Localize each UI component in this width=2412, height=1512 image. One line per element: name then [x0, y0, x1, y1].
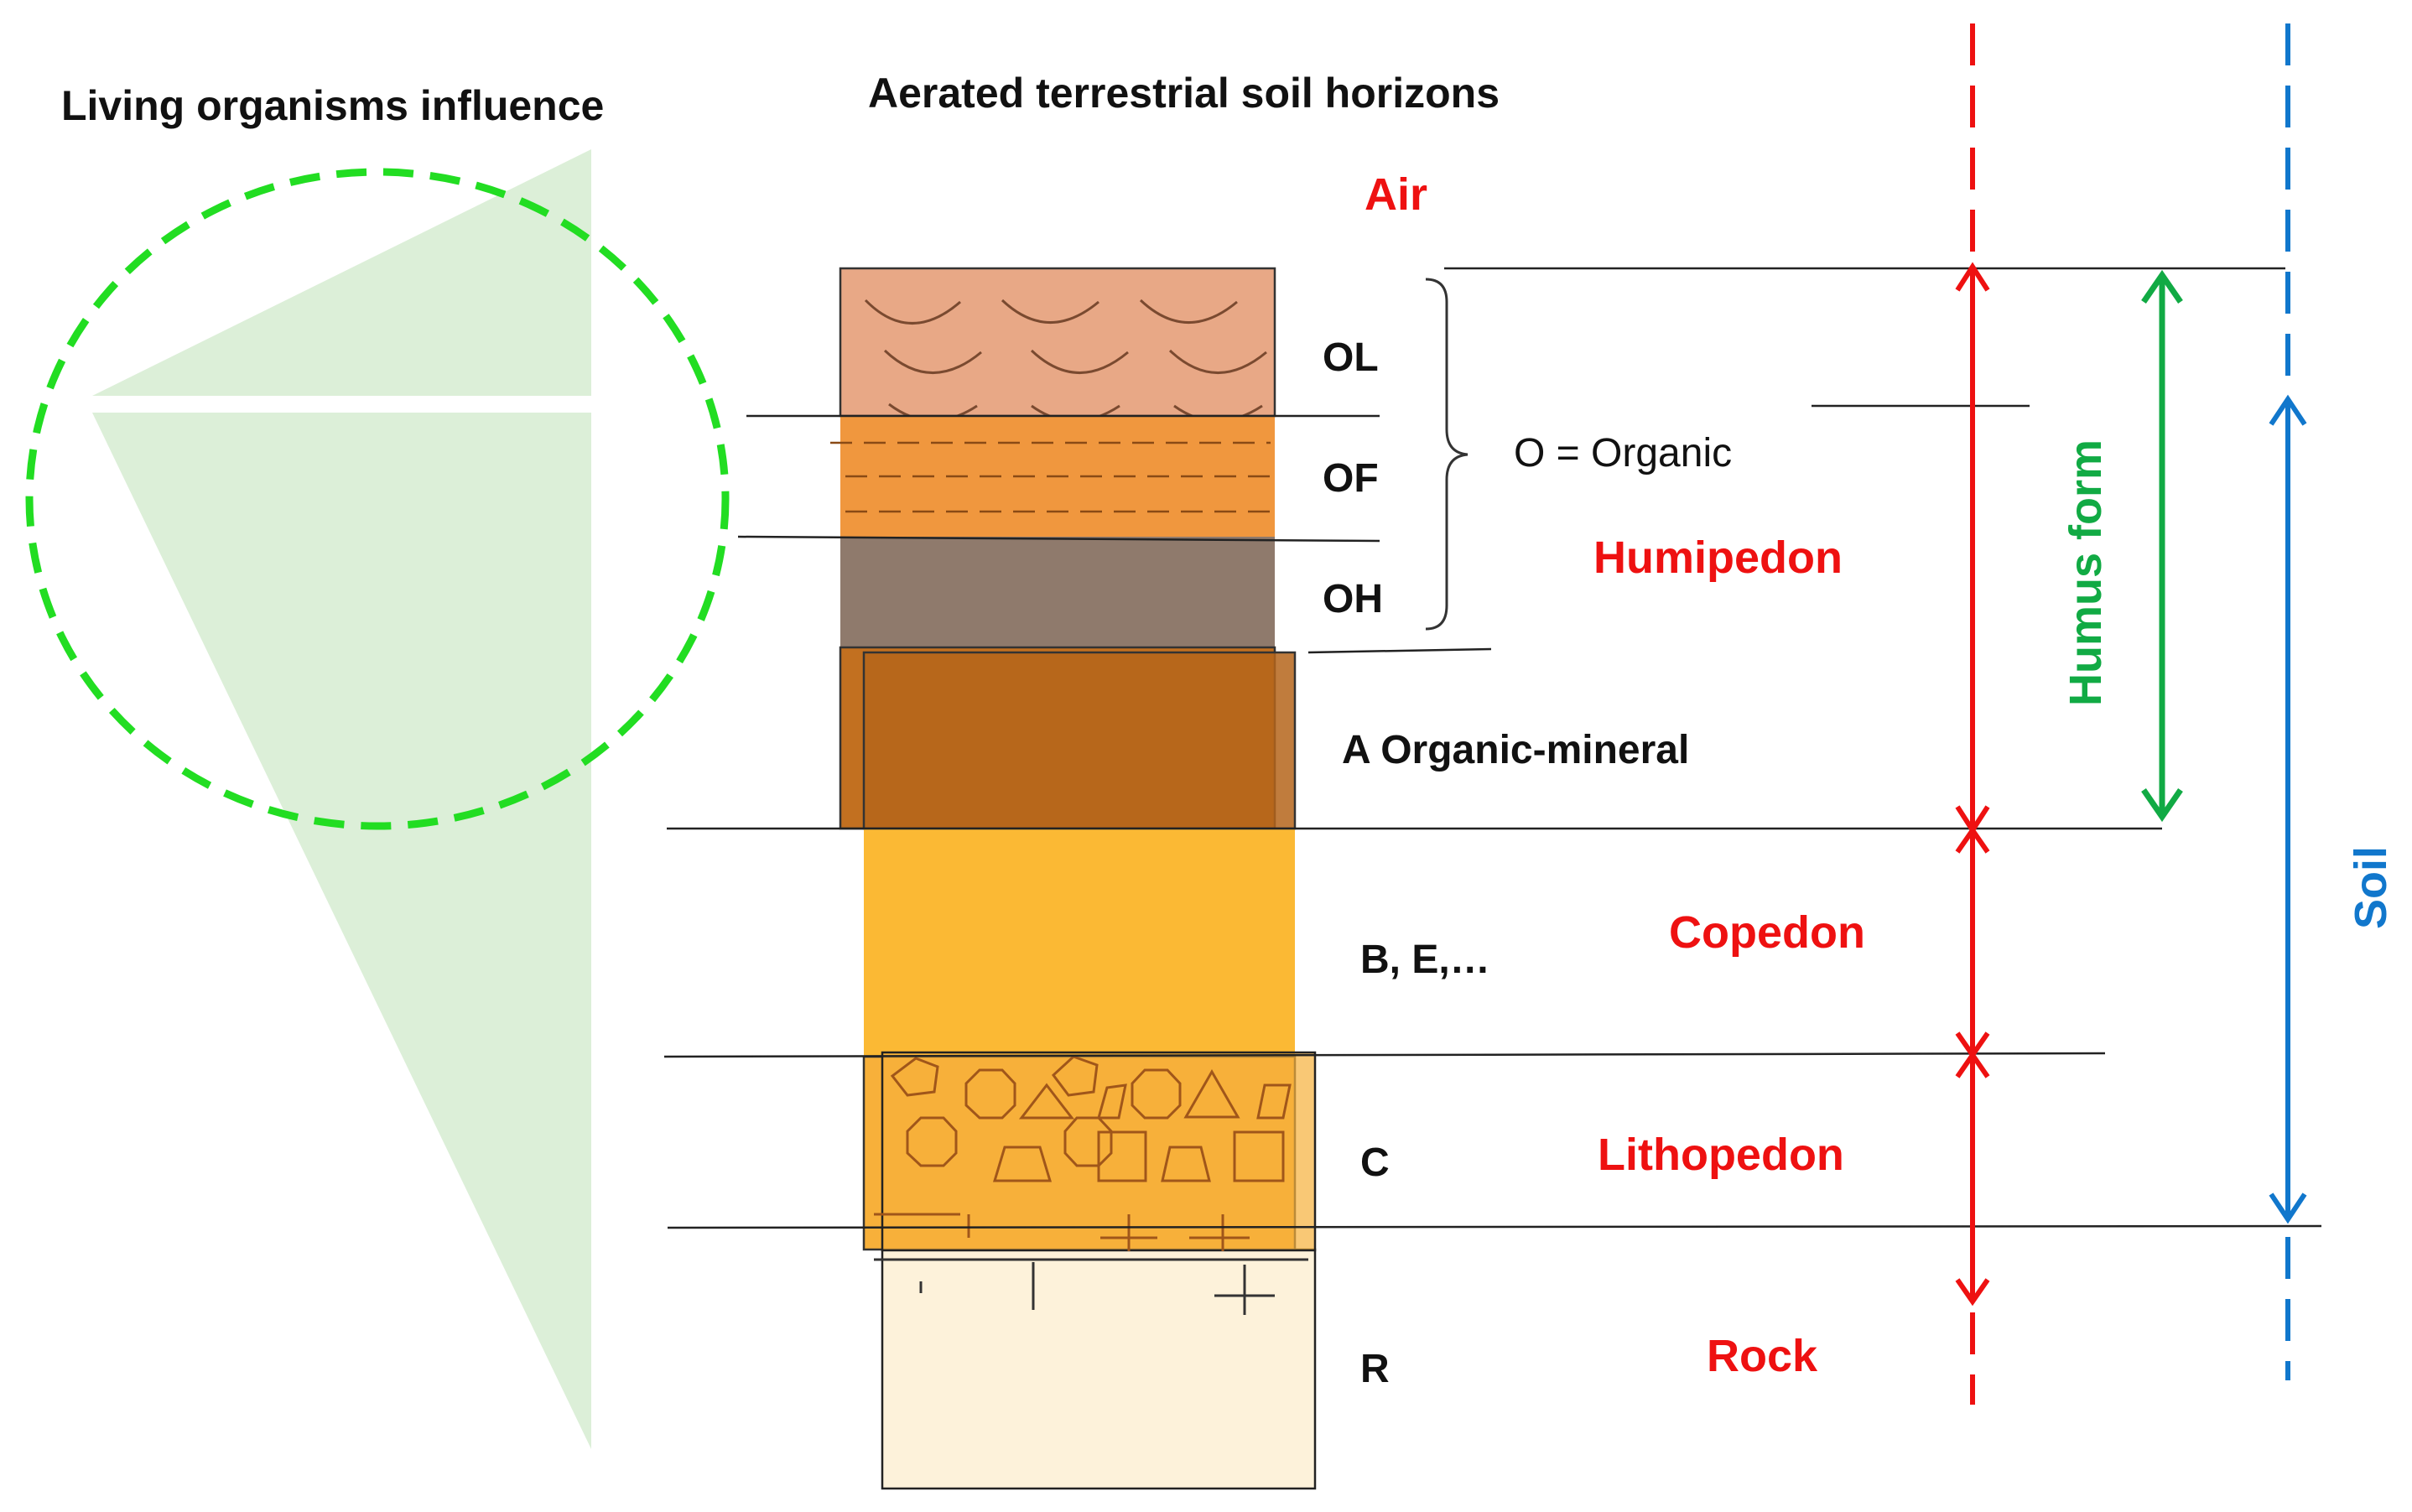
- living-organisms-title: Living organisms influence: [61, 82, 604, 129]
- oh-label: OH: [1323, 577, 1383, 621]
- bedrock-marks: [919, 1262, 1275, 1315]
- humipedon-label: Humipedon: [1593, 533, 1843, 583]
- a-horizon-label: A Organic-mineral: [1342, 728, 1689, 772]
- living-organisms-dashed-circle: [25, 168, 730, 830]
- ol-layer: [839, 267, 1276, 418]
- organic-label: O = Organic: [1514, 431, 1732, 475]
- living-organisms-panel: Living organisms influence: [25, 82, 730, 1449]
- c-horizon-label: C: [1360, 1140, 1390, 1185]
- organic-bracket: [1425, 278, 1469, 631]
- air-label: Air: [1365, 169, 1427, 220]
- rock-fragments: [890, 1055, 1292, 1182]
- fragmented-litter-lines: [830, 441, 1271, 513]
- humus-form-arrow: [2141, 269, 2183, 823]
- b-horizon: [864, 829, 1295, 1057]
- influence-triangle-upper: [92, 149, 591, 396]
- r-horizon-label: R: [1360, 1347, 1390, 1391]
- c-horizon-base-marks: [874, 1213, 1250, 1251]
- ol-label: OL: [1323, 335, 1379, 380]
- influence-triangle-lower: [92, 413, 591, 1449]
- copedon-label: Copedon: [1669, 907, 1865, 958]
- of-label: OF: [1323, 456, 1379, 501]
- b-horizon-label: B, E,…: [1360, 938, 1490, 982]
- rock-label: Rock: [1707, 1331, 1818, 1381]
- humus-form-label: Humus form: [2061, 439, 2111, 706]
- oh-layer: [840, 537, 1275, 647]
- soil-arrow: [2269, 23, 2307, 1380]
- soil-column: [830, 267, 1317, 1490]
- pedon-arrows: [1955, 23, 1990, 1405]
- horizon-boundaries: [663, 267, 2322, 1229]
- r-horizon: [881, 1248, 1317, 1490]
- soil-label: Soil: [2346, 846, 2396, 929]
- main-title: Aerated terrestrial soil horizons: [868, 70, 1500, 117]
- a-horizon-front: [862, 651, 1297, 830]
- lithopedon-label: Lithopedon: [1598, 1130, 1844, 1180]
